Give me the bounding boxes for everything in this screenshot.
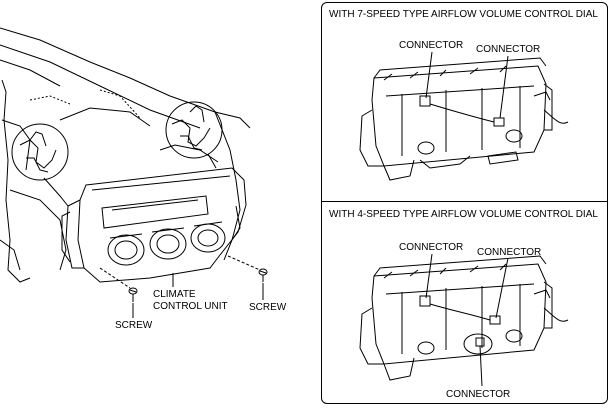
panel-4speed-connector-label-2: CONNECTOR <box>477 247 542 258</box>
climate-control-unit-label-line1: CLIMATE <box>153 289 196 300</box>
unit-4speed-drawing <box>359 255 569 381</box>
dashboard-outline <box>0 27 251 283</box>
panel-7speed-connector-label-2: CONNECTOR <box>476 44 541 55</box>
variant-panels-frame <box>321 2 608 404</box>
climate-control-unit-label-line2: CONTROL UNIT <box>153 301 228 312</box>
clip-callout-right <box>165 101 223 169</box>
panel-4speed-heading: WITH 4-SPEED TYPE AIRFLOW VOLUME CONTROL… <box>329 209 598 220</box>
panel2-leaders <box>425 253 509 387</box>
panel-7speed-heading: WITH 7-SPEED TYPE AIRFLOW VOLUME CONTROL… <box>329 9 598 20</box>
panel-4speed-connector-label-3: CONNECTOR <box>446 389 511 400</box>
panel-7speed-connector-label-1: CONNECTOR <box>399 40 464 51</box>
unit-7speed-drawing <box>359 57 569 181</box>
climate-control-unit-drawing <box>61 167 247 283</box>
screw-label-right: SCREW <box>249 302 287 313</box>
panel-4speed-connector-label-1: CONNECTOR <box>399 242 464 253</box>
screw-label-left: SCREW <box>115 320 153 331</box>
screws <box>99 255 268 302</box>
clip-callout-left <box>11 123 69 207</box>
panel1-leaders <box>425 51 509 119</box>
left-leader-lines <box>132 273 264 318</box>
variant-panels-divider <box>321 201 608 202</box>
